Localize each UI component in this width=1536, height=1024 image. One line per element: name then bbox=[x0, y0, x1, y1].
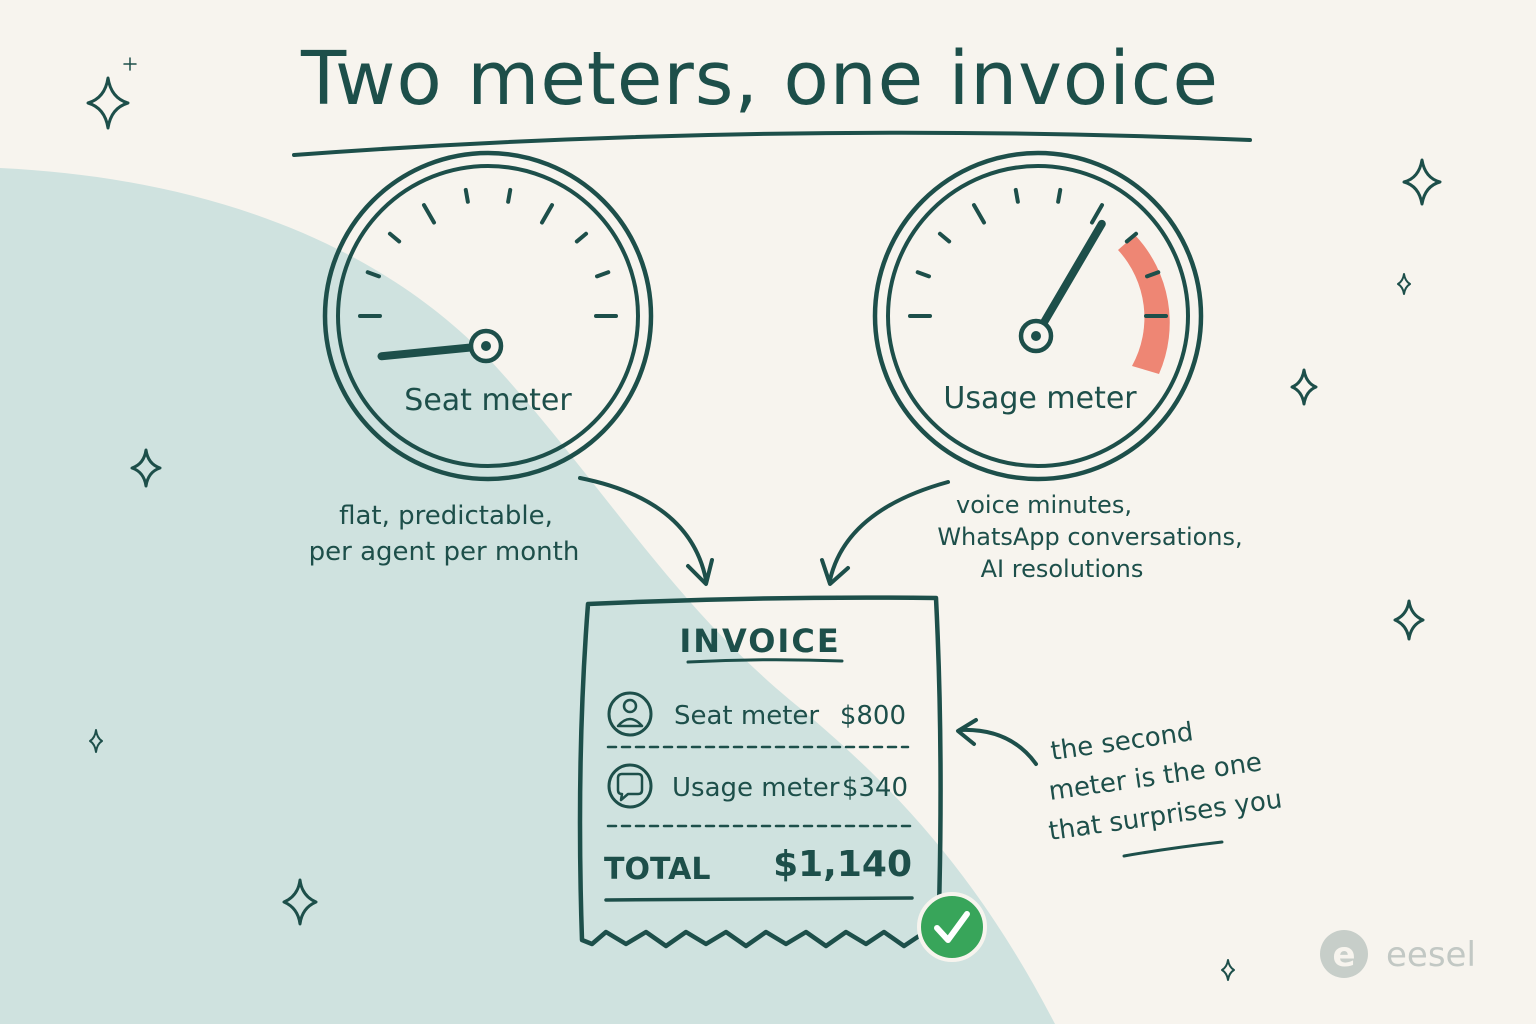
usage-note: voice minutes, WhatsApp conversations, A… bbox=[937, 491, 1242, 583]
svg-text:AI resolutions: AI resolutions bbox=[981, 555, 1144, 583]
svg-text:e: e bbox=[1332, 935, 1355, 975]
gauge-tick bbox=[937, 231, 952, 244]
invoice-row-seat: Seat meter $800 bbox=[607, 691, 906, 737]
usage-gauge-label: Usage meter bbox=[943, 381, 1137, 416]
brand-logo: e eesel bbox=[1320, 930, 1476, 978]
seat-gauge-needle bbox=[377, 342, 490, 361]
invoice-row-amount: $340 bbox=[842, 773, 908, 803]
gauge-tick bbox=[463, 187, 470, 204]
callout-arrow bbox=[958, 727, 1038, 766]
sparkle-icon bbox=[1221, 959, 1235, 981]
seat-gauge: Seat meter bbox=[322, 150, 654, 482]
invoice-total-amount: $1,140 bbox=[773, 844, 912, 885]
seat-gauge-ticks bbox=[358, 187, 618, 318]
usage-gauge-needle bbox=[1032, 219, 1106, 340]
seat-note: flat, predictable, per agent per month bbox=[309, 501, 580, 567]
flow-arrows bbox=[578, 476, 1038, 766]
sparkle-icon bbox=[89, 729, 103, 753]
gauge-tick bbox=[506, 187, 513, 204]
sparkle-icon bbox=[1402, 158, 1442, 206]
gauge-tick bbox=[365, 270, 381, 279]
sparkle-icon bbox=[282, 878, 318, 926]
title-underline bbox=[292, 130, 1252, 157]
seat-gauge-label: Seat meter bbox=[404, 383, 572, 418]
sparkle-icon bbox=[1290, 368, 1318, 406]
usage-to-invoice-arrow bbox=[828, 480, 950, 582]
gauge-tick bbox=[972, 203, 986, 225]
svg-text:voice minutes,: voice minutes, bbox=[956, 491, 1132, 519]
chat-bubble-icon bbox=[607, 763, 653, 809]
background-blob bbox=[0, 168, 1055, 1024]
checkmark-icon bbox=[917, 892, 987, 962]
person-icon bbox=[607, 691, 653, 737]
brand-mark bbox=[1320, 930, 1368, 978]
gauge-tick bbox=[1013, 187, 1020, 204]
gauge-tick bbox=[574, 231, 589, 244]
gauge-tick bbox=[915, 270, 931, 279]
gauge-tick bbox=[1056, 187, 1063, 204]
brand-name: eesel bbox=[1386, 935, 1476, 975]
sparkle-icon bbox=[130, 448, 162, 488]
callout-underline bbox=[1122, 840, 1224, 858]
invoice-total-label: TOTAL bbox=[604, 852, 710, 887]
gauge-tick bbox=[1124, 231, 1139, 244]
svg-text:flat, predictable,: flat, predictable, bbox=[339, 501, 553, 531]
sparkle-icon bbox=[1393, 599, 1425, 641]
gauge-tick bbox=[422, 203, 436, 225]
gauge-tick bbox=[1090, 203, 1104, 225]
usage-gauge-ticks bbox=[908, 187, 1168, 318]
sparkle-icon bbox=[123, 57, 137, 71]
usage-gauge-danger-zone bbox=[1118, 235, 1170, 374]
sparkle-decorations bbox=[86, 57, 1442, 981]
gauge-tick bbox=[387, 231, 402, 244]
invoice-row-amount: $800 bbox=[840, 701, 906, 731]
svg-text:WhatsApp conversations,: WhatsApp conversations, bbox=[937, 523, 1242, 551]
gauge-tick bbox=[595, 270, 611, 279]
invoice-row-label: Usage meter bbox=[672, 773, 840, 803]
svg-text:per agent per month: per agent per month bbox=[309, 537, 580, 567]
gauge-tick bbox=[1145, 270, 1161, 279]
invoice-row-label: Seat meter bbox=[674, 701, 819, 731]
invoice-row-usage: Usage meter $340 bbox=[607, 763, 908, 809]
sparkle-icon bbox=[1397, 273, 1411, 295]
sparkle-icon bbox=[86, 76, 130, 130]
page-title: Two meters, one invoice bbox=[300, 36, 1219, 122]
invoice-heading: INVOICE bbox=[679, 622, 840, 660]
callout-note: the second meter is the one that surpris… bbox=[1047, 717, 1284, 847]
gauge-tick bbox=[540, 203, 554, 225]
usage-gauge: Usage meter bbox=[872, 150, 1204, 482]
seat-to-invoice-arrow bbox=[578, 476, 708, 582]
